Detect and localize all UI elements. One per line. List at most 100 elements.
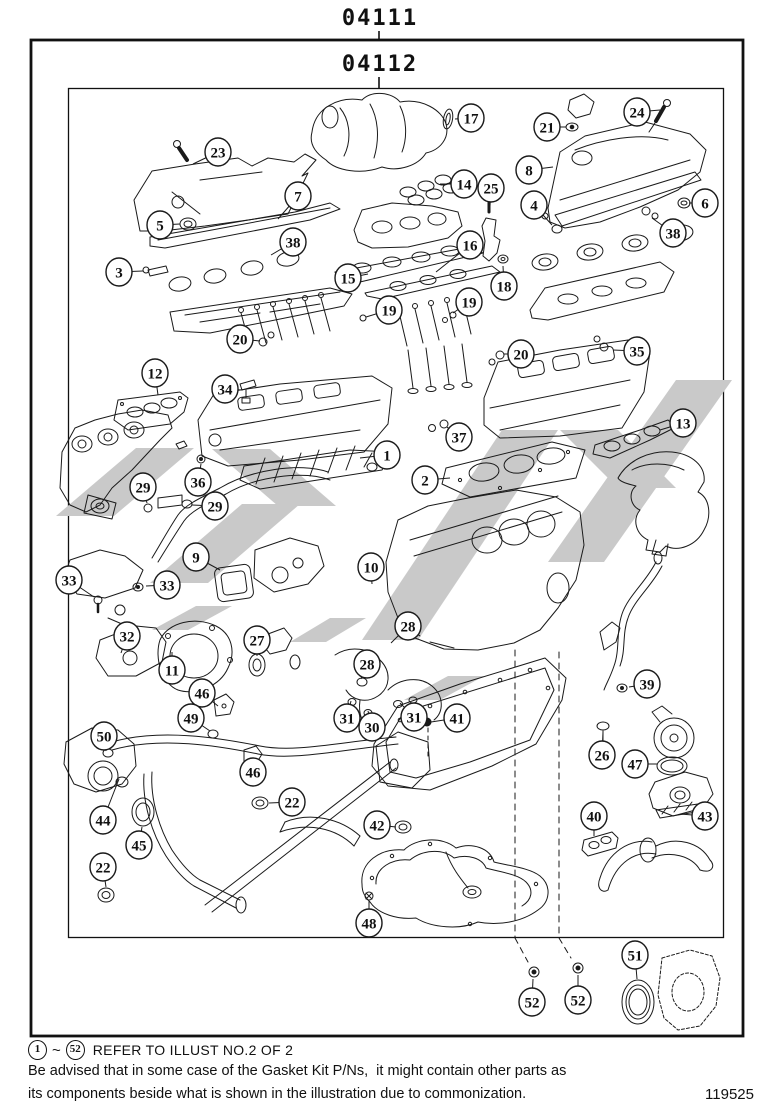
washers-38-rh xyxy=(641,206,659,220)
callout-38[interactable] xyxy=(659,218,687,248)
callout-number-10: 10 xyxy=(364,561,379,577)
callout-3[interactable] xyxy=(105,257,133,287)
callout-16[interactable] xyxy=(456,230,484,260)
callout-36[interactable] xyxy=(184,467,212,497)
callout-number-39: 39 xyxy=(640,678,655,694)
callout-19[interactable] xyxy=(455,287,483,317)
callout-22[interactable] xyxy=(278,787,306,817)
water-inlet-pipe xyxy=(111,734,399,914)
callout-49[interactable] xyxy=(177,703,205,733)
callout-33[interactable] xyxy=(153,570,181,600)
callout-43[interactable] xyxy=(691,801,719,831)
callout-44[interactable] xyxy=(89,805,117,835)
callout-50[interactable] xyxy=(90,721,118,751)
callout-46[interactable] xyxy=(188,678,216,708)
callout-25[interactable] xyxy=(477,173,505,203)
callout-9[interactable] xyxy=(182,542,210,572)
callout-number-41: 41 xyxy=(450,712,465,728)
callout-29[interactable] xyxy=(129,472,157,502)
callout-5[interactable] xyxy=(146,210,174,240)
callout-range-end: 52 xyxy=(65,1040,85,1060)
callout-48[interactable] xyxy=(355,908,383,938)
callout-31[interactable] xyxy=(333,703,361,733)
callout-7[interactable] xyxy=(284,181,312,211)
callout-13[interactable] xyxy=(669,408,697,438)
callout-39[interactable] xyxy=(633,669,661,699)
spark-plug-tube-gaskets-lh xyxy=(147,251,300,292)
callout-52[interactable] xyxy=(518,987,546,1017)
callout-30[interactable] xyxy=(358,712,386,742)
valve-cover-gasket-lh xyxy=(149,202,341,249)
callout-number-30: 30 xyxy=(365,721,380,737)
callout-38[interactable] xyxy=(279,227,307,257)
callout-4[interactable] xyxy=(520,190,548,220)
callout-number-34: 34 xyxy=(218,383,234,399)
callout-11[interactable] xyxy=(158,655,186,685)
callout-28[interactable] xyxy=(394,611,422,641)
callout-35[interactable] xyxy=(623,336,651,366)
callout-26[interactable] xyxy=(588,740,616,770)
callout-number-52: 52 xyxy=(525,996,540,1012)
callout-6[interactable] xyxy=(691,188,719,218)
callout-15[interactable] xyxy=(334,263,362,293)
bolt-part-23 xyxy=(173,140,189,162)
callout-8[interactable] xyxy=(515,155,543,185)
callout-33[interactable] xyxy=(55,565,83,595)
cam-housing-lh xyxy=(169,287,353,334)
callout-17[interactable] xyxy=(457,103,485,133)
callout-12[interactable] xyxy=(141,358,169,388)
intake-gasket-12 xyxy=(113,391,189,431)
callout-45[interactable] xyxy=(125,830,153,860)
callout-41[interactable] xyxy=(443,703,471,733)
document-number: 119525 xyxy=(705,1086,754,1103)
callout-19[interactable] xyxy=(375,295,403,325)
callout-number-47: 47 xyxy=(628,758,644,774)
callout-number-51: 51 xyxy=(628,949,643,965)
callout-number-46: 46 xyxy=(195,687,211,703)
callout-number-2: 2 xyxy=(421,474,429,490)
callout-number-28: 28 xyxy=(401,620,416,636)
callout-23[interactable] xyxy=(204,137,232,167)
callout-number-31: 31 xyxy=(340,712,355,728)
figure-number-inner: 04112 xyxy=(341,52,419,77)
gasket-9 xyxy=(214,563,254,603)
callout-number-52: 52 xyxy=(571,994,586,1010)
callout-2[interactable] xyxy=(411,465,439,495)
callout-number-1: 1 xyxy=(383,449,391,465)
callout-27[interactable] xyxy=(243,625,271,655)
callout-number-44: 44 xyxy=(96,814,112,830)
callout-number-15: 15 xyxy=(341,272,356,288)
callout-number-33: 33 xyxy=(62,574,77,590)
cam-housing-rh xyxy=(529,261,675,321)
callout-18[interactable] xyxy=(490,271,518,301)
callout-42[interactable] xyxy=(363,810,391,840)
callout-46[interactable] xyxy=(239,757,267,787)
callout-1[interactable] xyxy=(373,440,401,470)
callout-10[interactable] xyxy=(357,552,385,582)
callout-34[interactable] xyxy=(211,374,239,404)
callout-24[interactable] xyxy=(623,97,651,127)
ring-42 xyxy=(394,820,412,834)
callout-number-19: 19 xyxy=(462,296,477,312)
dipstick-tube xyxy=(599,551,663,693)
callout-number-45: 45 xyxy=(132,839,147,855)
callout-51[interactable] xyxy=(621,940,649,970)
callout-47[interactable] xyxy=(621,749,649,779)
callout-29[interactable] xyxy=(201,491,229,521)
callout-20[interactable] xyxy=(226,324,254,354)
callout-52[interactable] xyxy=(564,985,592,1015)
callout-40[interactable] xyxy=(580,801,608,831)
callout-number-22: 22 xyxy=(96,861,111,877)
callout-21[interactable] xyxy=(533,112,561,142)
callout-32[interactable] xyxy=(113,621,141,651)
callout-20[interactable] xyxy=(507,339,535,369)
callout-number-14: 14 xyxy=(457,178,473,194)
callout-22[interactable] xyxy=(89,852,117,882)
callout-37[interactable] xyxy=(445,422,473,452)
callout-28[interactable] xyxy=(353,649,381,679)
cylinder-head-lh xyxy=(197,375,393,467)
callout-31[interactable] xyxy=(400,702,428,732)
callout-14[interactable] xyxy=(450,169,478,199)
callout-number-20: 20 xyxy=(233,333,248,349)
